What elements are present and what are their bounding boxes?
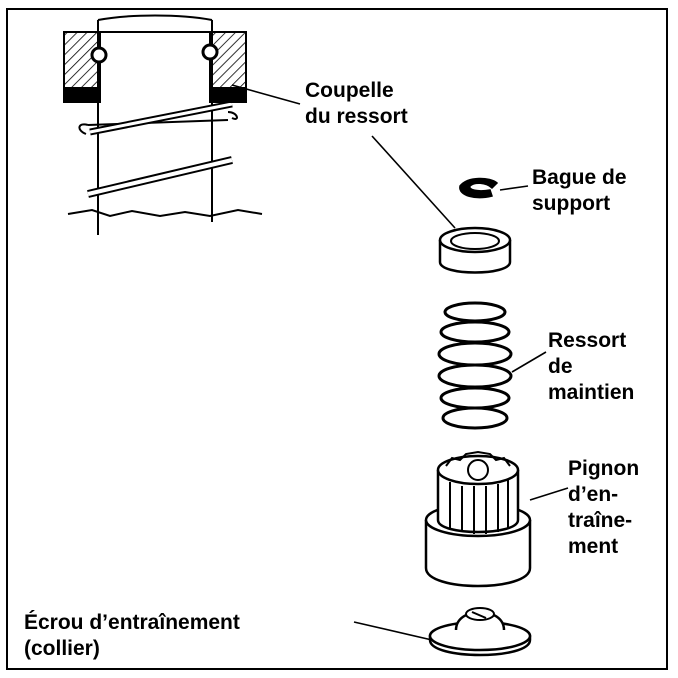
label-line: Bague de [532,166,627,189]
support-ring [459,177,499,199]
retaining-spring [437,301,513,430]
label-line: maintien [548,381,635,404]
spring-cup [438,226,512,274]
label-line: de [548,355,573,378]
label-line: Écrou d’entraînement [24,611,240,634]
label-line: Pignon [568,457,640,480]
label-line: (collier) [24,637,100,660]
label-support-ring: Bague de support [532,165,627,217]
sectional-view [63,14,263,235]
label-line: Ressort [548,329,627,352]
label-line: Coupelle [305,79,394,102]
label-line: ment [568,535,619,558]
label-retaining-spring: Ressort de maintien [548,328,634,406]
drive-nut [428,607,532,657]
label-drive-nut: Écrou d’entraînement (collier) [24,610,240,662]
figure-frame [6,8,668,670]
drive-pinion [424,450,532,588]
label-line: traîne- [568,509,633,532]
label-line: support [532,192,611,215]
label-spring-cup: Coupelle du ressort [305,78,408,130]
label-line: du ressort [305,105,408,128]
label-line: d’en- [568,483,619,506]
label-drive-pinion: Pignon d’en- traîne- ment [568,456,639,560]
leader-lines [231,84,569,641]
